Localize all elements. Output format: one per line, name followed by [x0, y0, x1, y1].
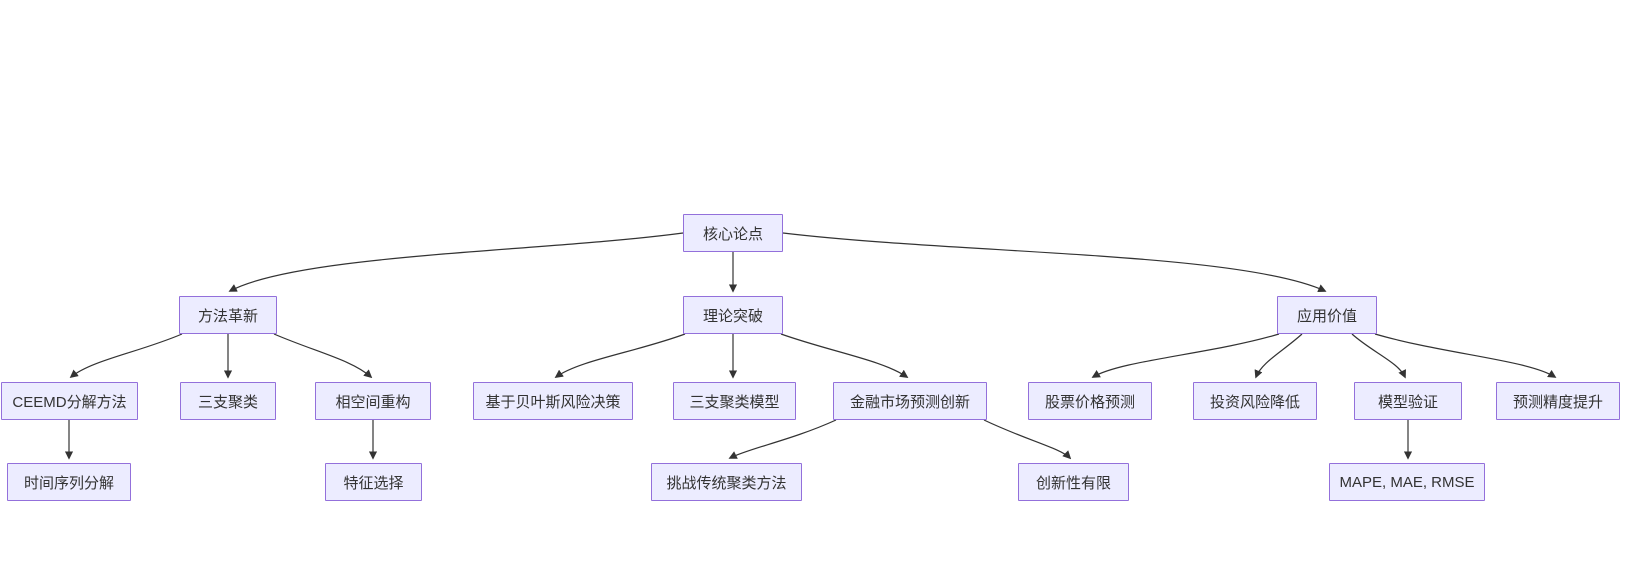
edge-application-to-stock	[1091, 333, 1280, 378]
node-application-value: 应用价值	[1277, 296, 1377, 334]
edge-core-to-application	[782, 232, 1327, 293]
node-phase-space-reconstruction: 相空间重构	[315, 382, 431, 420]
edge-finance-to-limited	[983, 419, 1072, 460]
node-bayesian-risk-decision: 基于贝叶斯风险决策	[473, 382, 633, 420]
edge-theory-to-finance	[780, 333, 909, 378]
node-stock-price-prediction: 股票价格预测	[1028, 382, 1152, 420]
node-feature-selection: 特征选择	[325, 463, 422, 501]
node-limited-innovation: 创新性有限	[1018, 463, 1129, 501]
node-investment-risk-reduction: 投资风险降低	[1193, 382, 1317, 420]
edge-application-to-accuracy	[1374, 333, 1557, 378]
edge-theory-to-bayes	[554, 333, 686, 378]
node-evaluation-metrics: MAPE, MAE, RMSE	[1329, 463, 1485, 501]
node-core-argument: 核心论点	[683, 214, 783, 252]
node-time-series-decomposition: 时间序列分解	[7, 463, 131, 501]
node-forecast-accuracy-improvement: 预测精度提升	[1496, 382, 1620, 420]
edge-finance-to-challenge	[728, 419, 837, 459]
edge-method-to-phasespace	[273, 333, 373, 379]
node-challenge-traditional-clustering: 挑战传统聚类方法	[651, 463, 802, 501]
edge-application-to-validation	[1351, 333, 1406, 379]
edge-core-to-method	[228, 232, 684, 292]
node-model-validation: 模型验证	[1354, 382, 1462, 420]
node-financial-market-forecast-innovation: 金融市场预测创新	[833, 382, 987, 420]
node-three-way-clustering-model: 三支聚类模型	[673, 382, 796, 420]
edge-application-to-risk	[1254, 333, 1303, 379]
node-theory-breakthrough: 理论突破	[683, 296, 783, 334]
node-method-innovation: 方法革新	[179, 296, 277, 334]
node-three-way-clustering: 三支聚类	[180, 382, 276, 420]
edge-method-to-ceemd	[69, 333, 183, 379]
node-ceemd-decomposition: CEEMD分解方法	[1, 382, 138, 420]
